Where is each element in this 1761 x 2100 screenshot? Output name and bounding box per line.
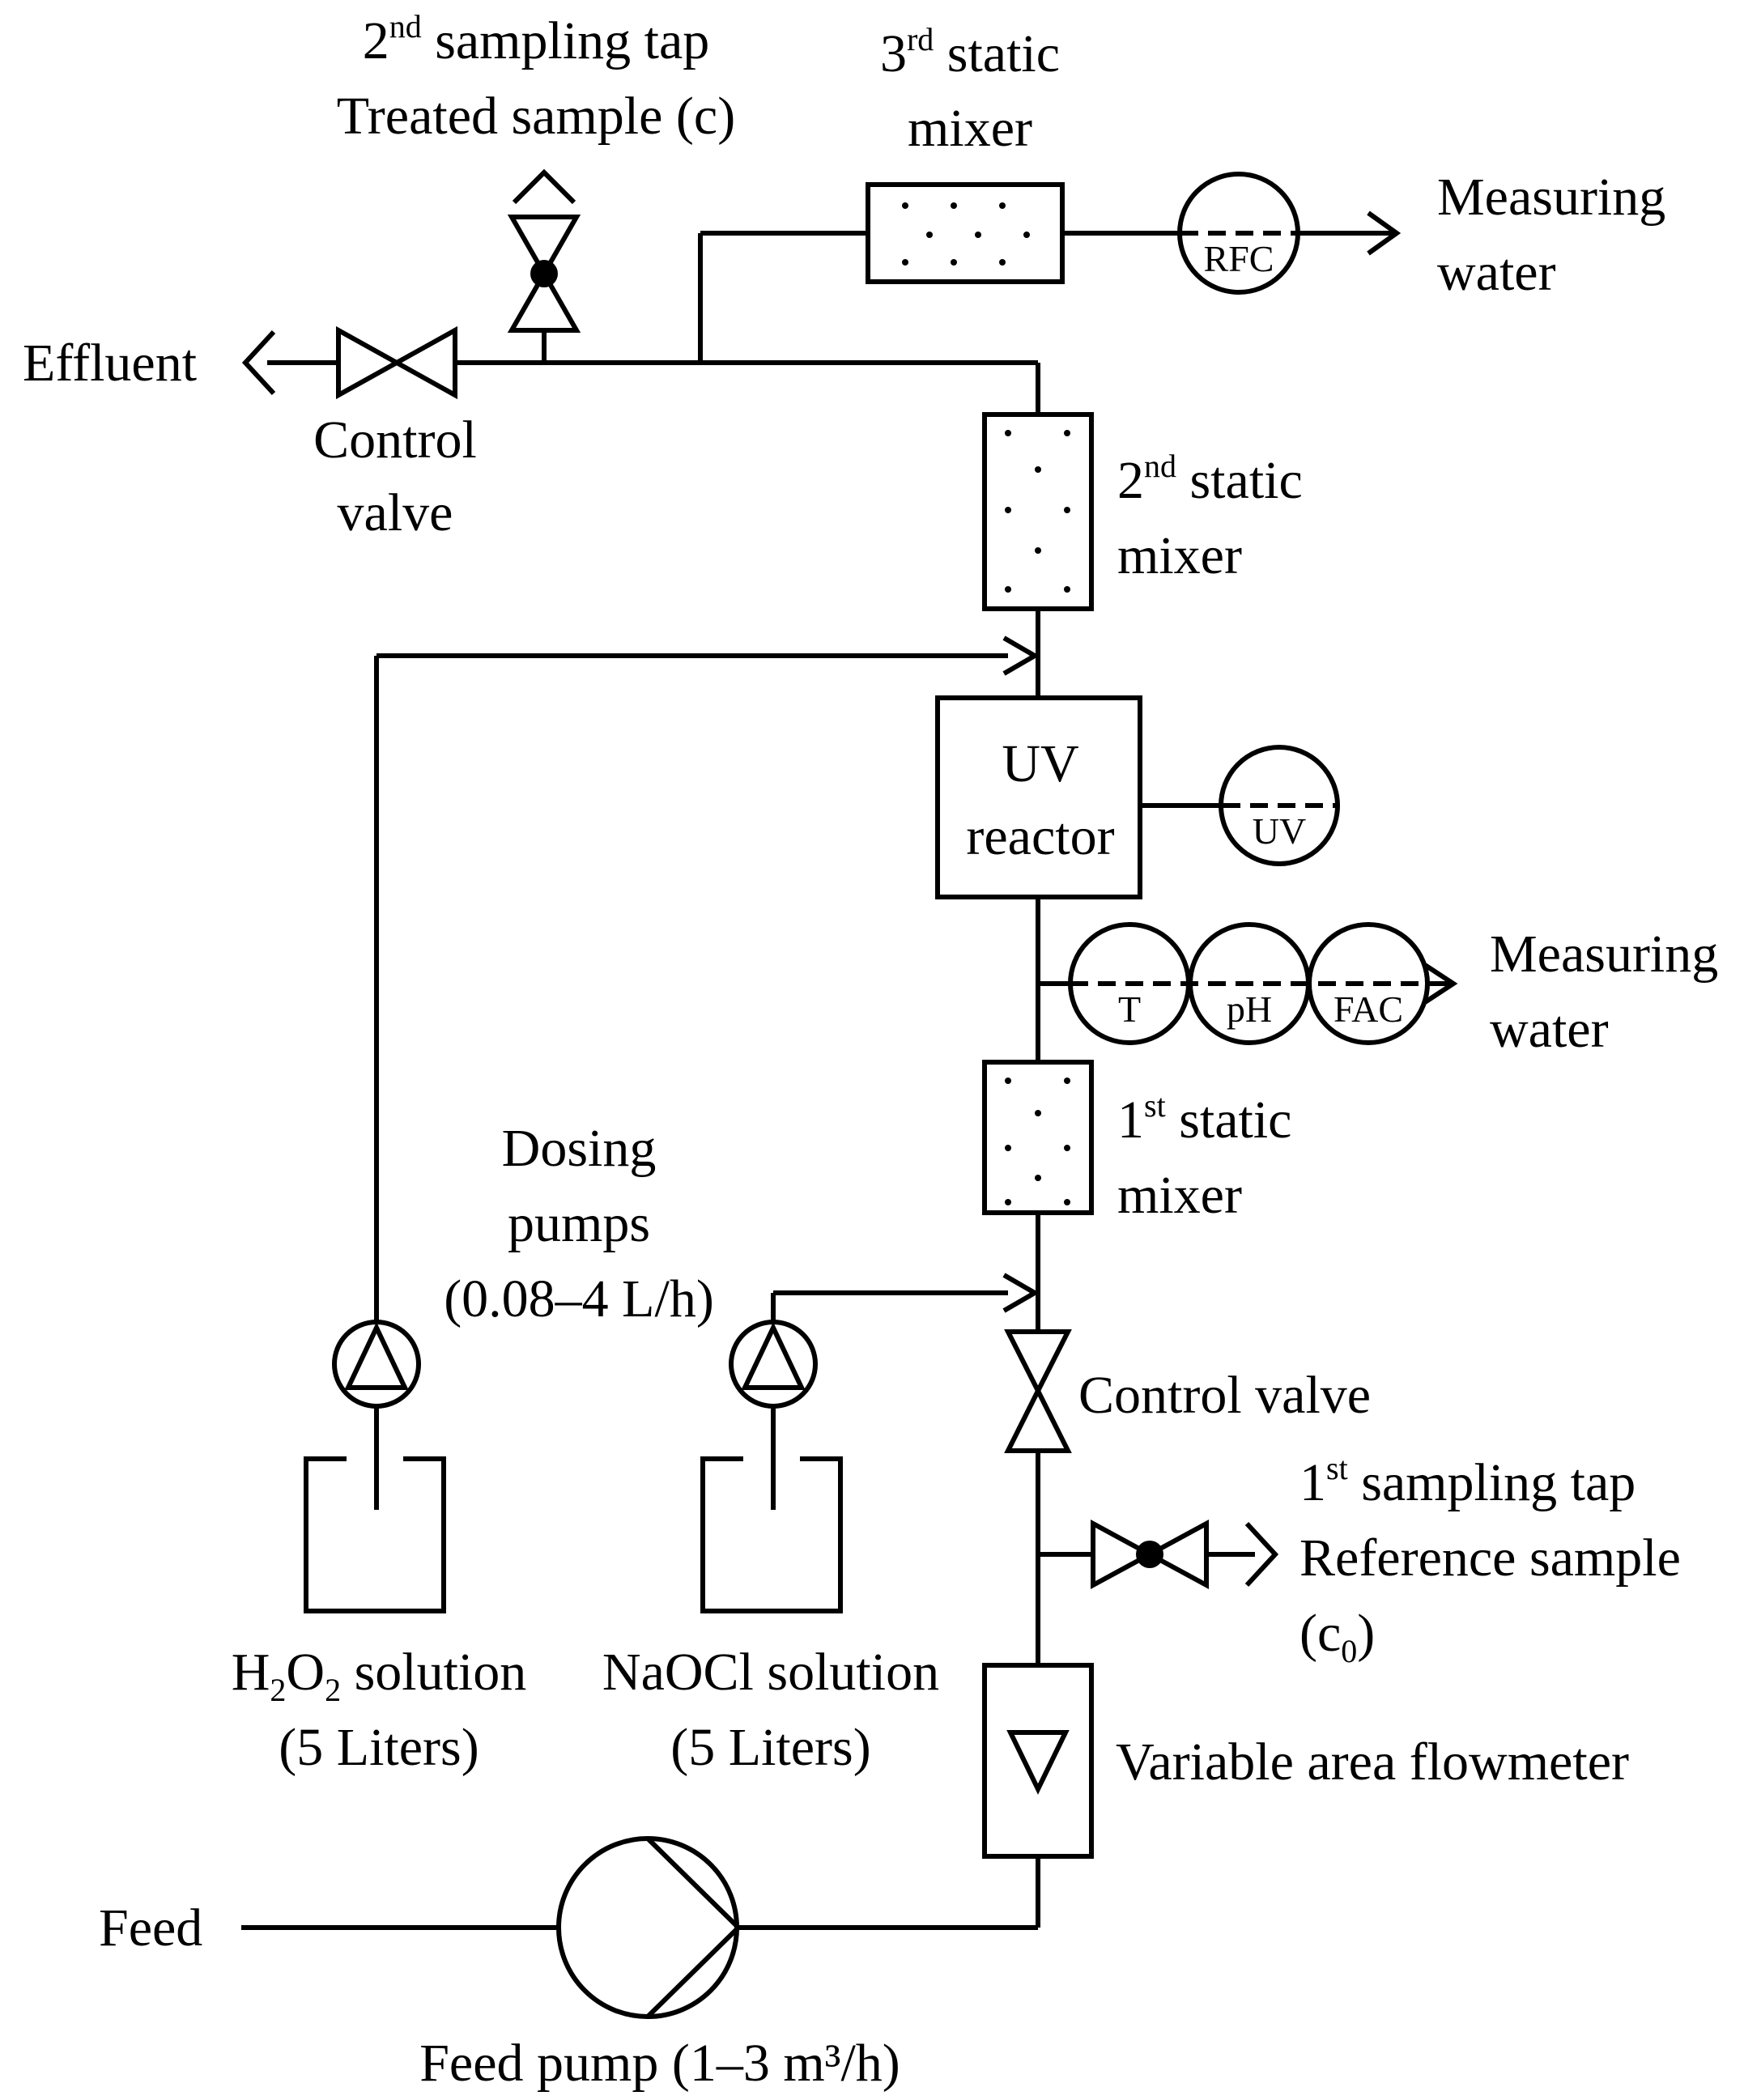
arrow-measuring-water-top (1367, 210, 1402, 256)
sampling-tap-2-sample: Treated sample (c) (337, 87, 735, 146)
static-mixer-3 (866, 182, 1065, 284)
static-mixer-3-mixer: mixer (908, 99, 1032, 158)
static-mixer-1-mixer: mixer (1117, 1166, 1242, 1225)
dosing-pump-naocl (729, 1320, 818, 1409)
arrow-sampling-tap-2 (512, 168, 576, 205)
uv-reactor: UV reactor (935, 695, 1142, 899)
sampling-tap-1-c0: (c0) (1299, 1604, 1375, 1669)
static-mixer-2-title: 2nd static (1117, 448, 1303, 510)
uv-sensor-label: UV (1253, 810, 1306, 852)
sensor-t-label: T (1118, 988, 1141, 1030)
dosing-pumps-1: Dosing (502, 1119, 657, 1178)
sensor-ph-label: pH (1227, 988, 1272, 1030)
control-valve-mid: Control valve (1078, 1366, 1371, 1425)
flowmeter-label: Variable area flowmeter (1116, 1732, 1629, 1792)
control-valve-main (1004, 1329, 1072, 1453)
pipes (241, 231, 1449, 1930)
sensor-fac-label: FAC (1334, 988, 1403, 1030)
uv-sensor: UV (1219, 745, 1340, 866)
measuring-water-mid-1: Measuring (1490, 925, 1718, 984)
feed-label: Feed (99, 1898, 202, 1958)
arrow-measuring-water-mid (1423, 963, 1458, 1005)
measuring-water-mid-2: water (1490, 1000, 1609, 1059)
dosing-pump-h2o2 (332, 1320, 421, 1409)
sensor-array: T pH FAC (1068, 922, 1430, 1045)
sensor-fac (1307, 922, 1430, 1045)
sampling-tap-1-sample: Reference sample (1299, 1528, 1681, 1588)
uv-reactor-label-1: UV (1002, 734, 1078, 793)
static-mixer-2 (982, 412, 1094, 611)
measuring-water-top-1: Measuring (1437, 168, 1665, 227)
feed-pump-label: Feed pump (1–3 m³/h) (419, 2034, 900, 2093)
sampling-tap-2 (507, 215, 581, 333)
h2o2-solution-label: H2O2 solution (232, 1643, 527, 1708)
variable-area-flowmeter (982, 1663, 1094, 1859)
sampling-tap-1 (1091, 1519, 1209, 1590)
static-mixer-2-mixer: mixer (1117, 526, 1242, 585)
h2o2-volume-label: (5 Liters) (279, 1718, 479, 1777)
control-valve-top-1: Control (313, 410, 477, 470)
labels: 2nd sampling tap Treated sample (c) 3rd … (23, 8, 1718, 2093)
rfc-sensor: RFC (1177, 172, 1300, 295)
arrow-h2o2-into-main (1002, 636, 1040, 676)
rfc-sensor-label: RFC (1204, 238, 1274, 279)
tank-naocl (700, 1456, 843, 1613)
arrow-effluent (241, 329, 276, 396)
uv-reactor-label-2: reactor (966, 807, 1114, 866)
control-valve-effluent (336, 325, 457, 400)
dosing-pumps-2: pumps (508, 1194, 650, 1253)
feed-pump (556, 1836, 742, 2019)
naocl-volume-label: (5 Liters) (670, 1718, 870, 1777)
tank-h2o2 (304, 1456, 446, 1613)
static-mixer-1-title: 1st static (1117, 1087, 1291, 1150)
measuring-water-top-2: water (1437, 243, 1556, 302)
arrow-sampling-tap-1 (1244, 1521, 1279, 1588)
arrow-naocl-into-main (1002, 1273, 1040, 1313)
dosing-pumps-3: (0.08–4 L/h) (444, 1269, 714, 1328)
control-valve-top-2: valve (338, 483, 453, 542)
static-mixer-1 (982, 1060, 1094, 1215)
sampling-tap-1-title: 1st sampling tap (1299, 1450, 1636, 1512)
arrowheads (241, 168, 1458, 1588)
sampling-tap-2-title: 2nd sampling tap (363, 8, 710, 70)
static-mixer-3-title: 3rd static (880, 21, 1060, 83)
effluent-label: Effluent (23, 334, 197, 393)
naocl-solution-label: NaOCl solution (602, 1643, 939, 1702)
